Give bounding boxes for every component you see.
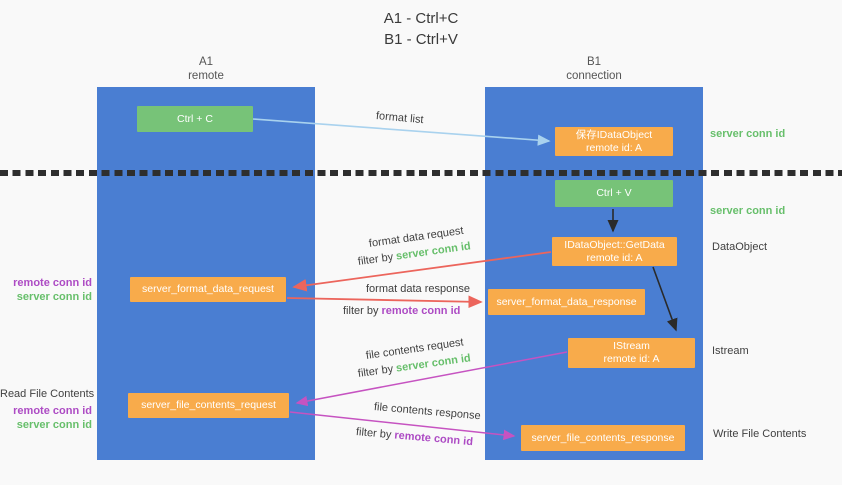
node-save-idataobject: 保存IDataObject remote id: A [555,127,673,156]
node-idataobject-getdata-line2: remote id: A [586,251,643,264]
node-server-file-contents-response: server_file_contents_response [521,425,685,451]
label-server-conn-id-2: server conn id [16,419,92,431]
diagram-title: A1 - Ctrl+C B1 - Ctrl+V [0,8,842,50]
title-line-2: B1 - Ctrl+V [384,31,458,48]
label-format-data-response: format data response [366,283,470,295]
node-ctrl-c-label: Ctrl + C [177,112,213,125]
filter-value-remote-conn-id-2: remote conn id [393,429,474,449]
node-server-format-data-response: server_format_data_response [488,289,645,315]
filter-by-text-2: filter by [343,305,382,317]
node-server-file-contents-request-label: server_file_contents_request [141,399,276,411]
title-line-1: A1 - Ctrl+C [383,10,459,27]
column-header-a1: A1 remote [126,55,286,83]
filter-by-text-1: filter by [357,250,397,268]
label-file-contents-response: file contents response [373,401,482,423]
arrow-format-data-response [286,295,483,309]
label-dataobject: DataObject [712,241,768,253]
column-b1-sublabel: connection [566,70,622,82]
label-istream: Istream [712,345,749,357]
label-format-list: format list [375,110,425,127]
node-server-file-contents-request: server_file_contents_request [128,393,289,418]
node-idataobject-getdata-line1: IDataObject::GetData [564,238,665,251]
filter-by-text-4: filter by [355,426,395,442]
label-server-conn-id-top: server conn id [710,128,786,140]
filter-by-text-3: filter by [357,362,397,380]
node-server-format-data-response-label: server_format_data_response [496,295,637,308]
label-filter-by-remote-conn-id-2: filter by remote conn id [355,426,473,448]
column-a1-sublabel: remote [188,70,224,82]
label-write-file-contents: Write File Contents [713,428,807,440]
node-server-format-data-request: server_format_data_request [130,277,286,302]
node-server-file-contents-response-label: server_file_contents_response [531,431,675,444]
label-server-conn-id-mid: server conn id [710,205,786,217]
node-save-idataobject-line1: 保存IDataObject [575,128,653,141]
node-ctrl-v-label: Ctrl + V [596,187,632,199]
phase-separator-dashed-line [0,170,842,176]
label-remote-conn-id-2: remote conn id [13,405,92,417]
node-ctrl-c: Ctrl + C [137,106,253,132]
node-istream: IStream remote id: A [568,338,695,368]
label-remote-conn-id-1: remote conn id [13,277,92,289]
column-a1-label: A1 [198,56,214,68]
filter-value-remote-conn-id-1: remote conn id [381,305,461,317]
column-header-b1: B1 connection [514,55,674,83]
node-save-idataobject-line2: remote id: A [585,141,643,154]
node-istream-line2: remote id: A [603,353,660,365]
node-idataobject-getdata: IDataObject::GetData remote id: A [552,237,677,266]
label-filter-by-remote-conn-id-1: filter by remote conn id [343,305,460,317]
label-server-conn-id-1: server conn id [16,291,92,303]
column-b1-label: B1 [586,56,602,68]
label-read-file-contents: Read File Contents [0,388,95,400]
node-ctrl-v: Ctrl + V [555,180,673,207]
node-istream-line1: IStream [613,340,650,352]
node-server-format-data-request-label: server_format_data_request [142,283,274,295]
